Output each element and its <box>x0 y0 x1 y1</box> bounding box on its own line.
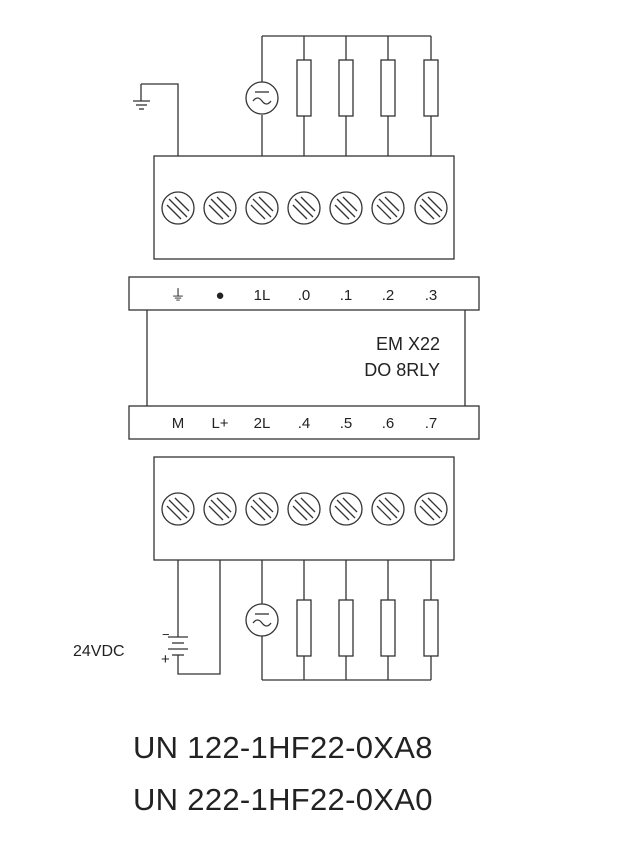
terminal-label-1l: 1L <box>254 287 271 304</box>
load-resistor-8-icon <box>423 560 439 680</box>
ground-wire <box>141 83 179 156</box>
terminal-label-lplus: L+ <box>211 415 228 432</box>
terminal-label-5: .5 <box>340 415 353 432</box>
module-name: EM X22 <box>376 334 440 354</box>
supply-minus-sign: − <box>162 627 170 642</box>
terminal-label-2: .2 <box>382 287 395 304</box>
load-resistor-3-icon <box>380 36 396 156</box>
dc-battery-icon <box>168 636 188 656</box>
terminal-label-6: .6 <box>382 415 395 432</box>
terminal-label-3: .3 <box>425 287 438 304</box>
terminal-label-1: .1 <box>340 287 353 304</box>
module-type: DO 8RLY <box>364 360 440 380</box>
load-resistor-2-icon <box>338 36 354 156</box>
ac-source-icon <box>245 81 279 115</box>
load-resistor-4-icon <box>423 36 439 156</box>
load-resistor-1-icon <box>296 36 312 156</box>
part-number-1: UN 122-1HF22-0XA8 <box>133 730 433 765</box>
supply-wire-lplus <box>177 560 221 675</box>
ground-symbol-icon <box>133 84 150 110</box>
terminal-label-ground: ⏚ <box>170 287 185 304</box>
supply-plus-sign: + <box>161 651 170 668</box>
terminal-label-0: .0 <box>298 287 311 304</box>
top-terminal-block <box>153 155 455 260</box>
bottom-terminal-block <box>153 456 455 561</box>
supply-voltage-label: 24VDC <box>73 643 125 660</box>
terminal-label-2l: 2L <box>254 415 271 432</box>
terminal-label-m: M <box>172 415 185 432</box>
bottom-terminal-labels: M L+ 2L .4 .5 .6 .7 <box>172 415 438 432</box>
bottom-screw-icons <box>161 492 448 526</box>
part-number-2: UN 222-1HF22-0XA0 <box>133 782 433 817</box>
top-terminal-labels: ⏚ ● 1L .0 .1 .2 .3 <box>170 287 437 304</box>
bottom-label-strip <box>128 405 480 440</box>
top-label-strip <box>128 276 480 311</box>
load-resistor-6-icon <box>338 560 354 680</box>
terminal-label-4: .4 <box>298 415 311 432</box>
terminal-label-7: .7 <box>425 415 438 432</box>
load-resistor-5-icon <box>296 560 312 680</box>
module-body <box>128 276 480 440</box>
bottom-wiring <box>168 560 439 681</box>
top-wiring <box>133 35 439 156</box>
top-screw-icons <box>161 191 448 225</box>
ac-source-bottom-icon <box>245 603 279 637</box>
load-resistor-7-icon <box>380 560 396 680</box>
terminal-label-dot: ● <box>215 287 224 304</box>
